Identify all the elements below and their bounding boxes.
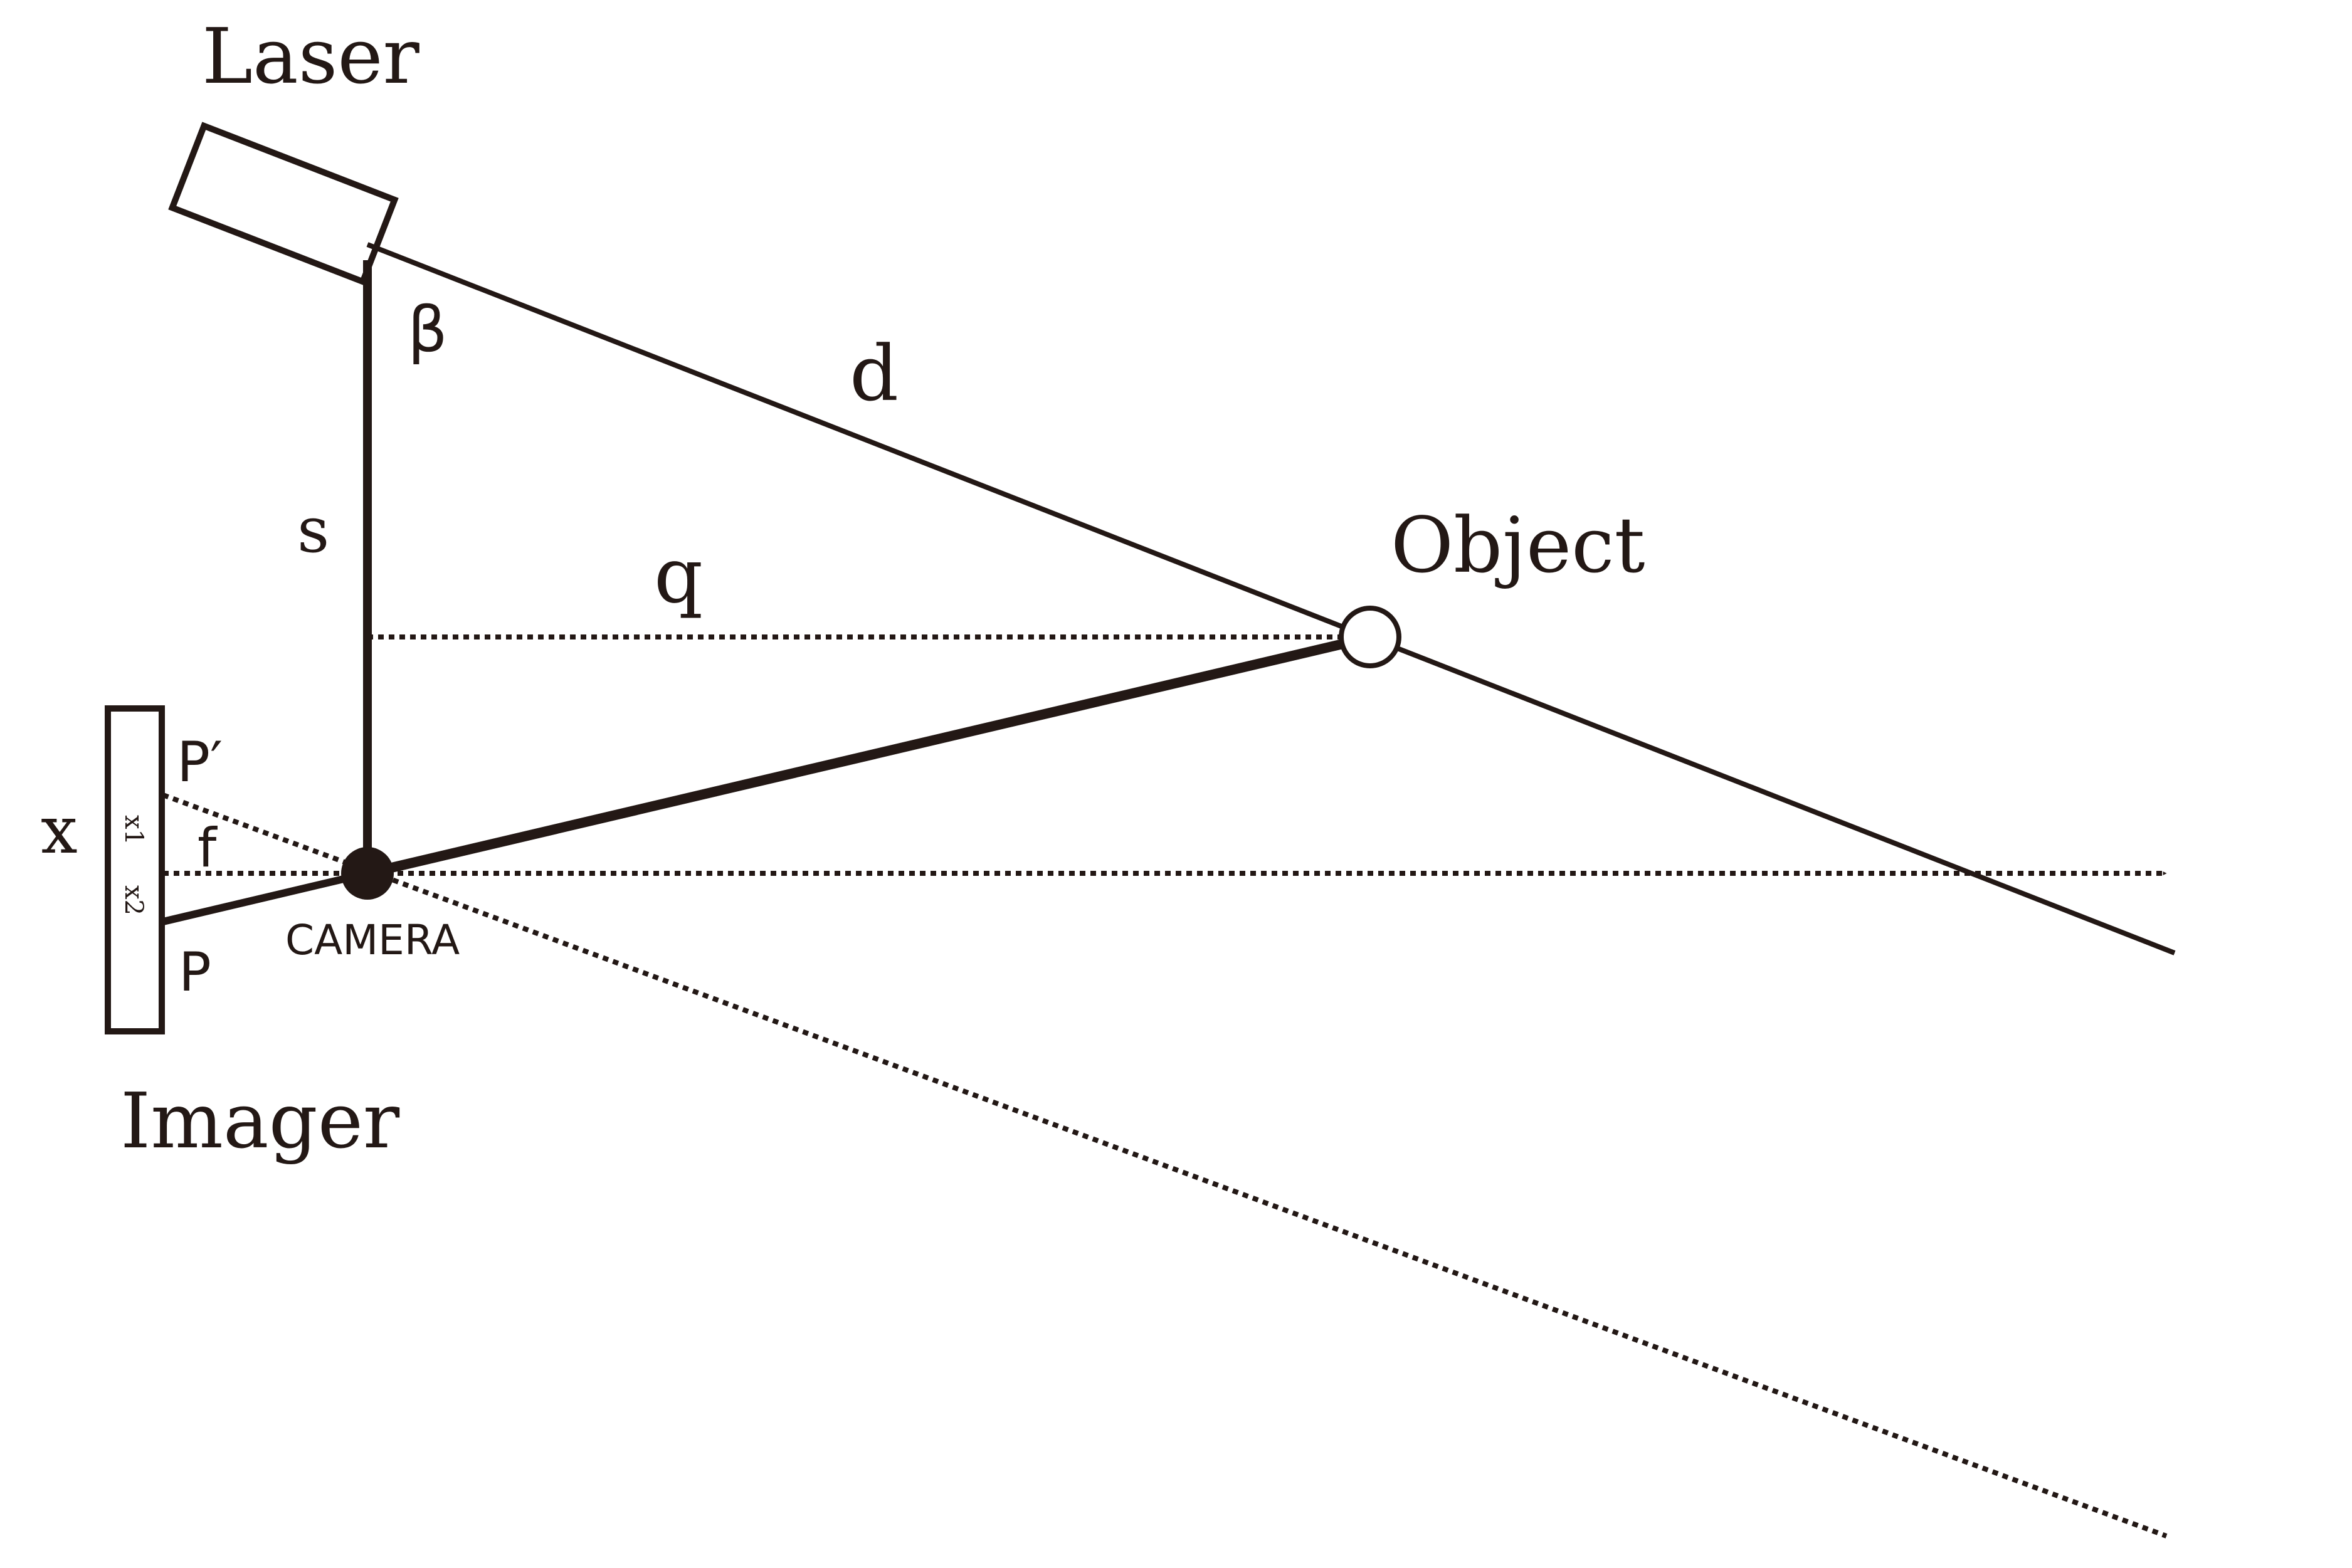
imager-label: Imager [120,1076,400,1165]
object-label: Object [1391,501,1645,590]
f-label: f [198,817,218,880]
d-label: d [850,329,899,418]
s-label: s [297,493,329,567]
laser-beam-line [366,242,2176,955]
p-prime-label: P′ [177,730,223,794]
beta-label: β [408,293,448,366]
laser-box [168,122,399,286]
camera-point [341,847,394,900]
dotted-ray-p-prime [162,792,2168,1539]
q-label: q [654,531,703,620]
x-axis-label: x [41,792,78,868]
imager-sensor [105,705,165,1034]
laser-label: Laser [202,12,420,101]
object-circle [1339,606,1401,668]
imager-ray-segment [162,870,369,925]
reflected-ray [366,633,1368,878]
camera-label: CAMERA [285,916,460,964]
x1-label: x1 [119,815,148,845]
x2-label: x2 [119,885,148,915]
p-label: P [179,941,211,1004]
